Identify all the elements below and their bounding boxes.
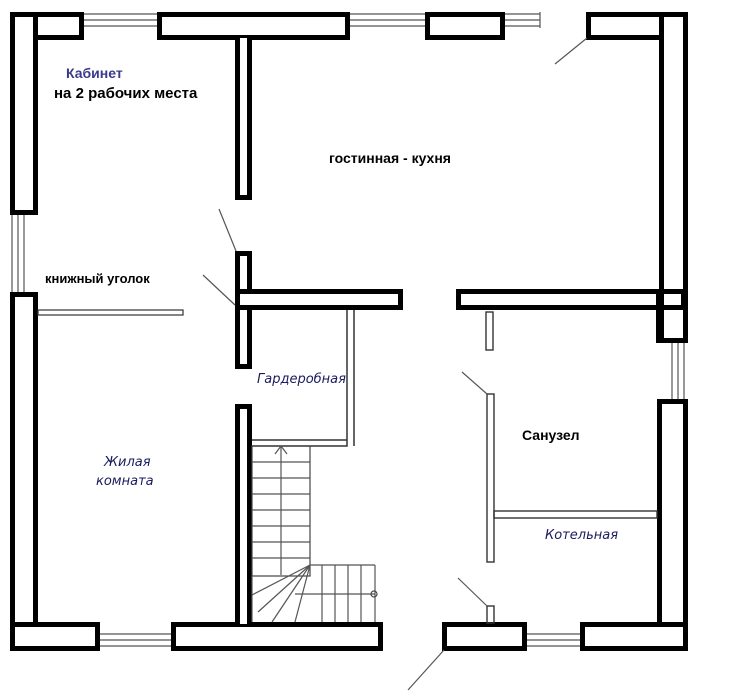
cabinet-label: Кабинет bbox=[66, 65, 123, 81]
interior-walls bbox=[235, 38, 686, 624]
living-room-label-1: Жилая bbox=[104, 455, 151, 470]
bathroom-label: Санузел bbox=[522, 427, 580, 443]
staircase bbox=[251, 445, 378, 623]
book-corner-label: книжный уголок bbox=[45, 271, 150, 286]
living-kitchen-label: гостинная - кухня bbox=[329, 150, 451, 166]
living-room-label-2: комната bbox=[96, 474, 154, 489]
windows bbox=[11, 12, 685, 647]
wardrobe-label: Гардеробная bbox=[257, 372, 346, 387]
cabinet-sublabel: на 2 рабочих места bbox=[54, 85, 198, 102]
boiler-room-label: Котельная bbox=[545, 528, 619, 543]
door-swings bbox=[202, 37, 588, 691]
outer-walls bbox=[10, 12, 688, 651]
